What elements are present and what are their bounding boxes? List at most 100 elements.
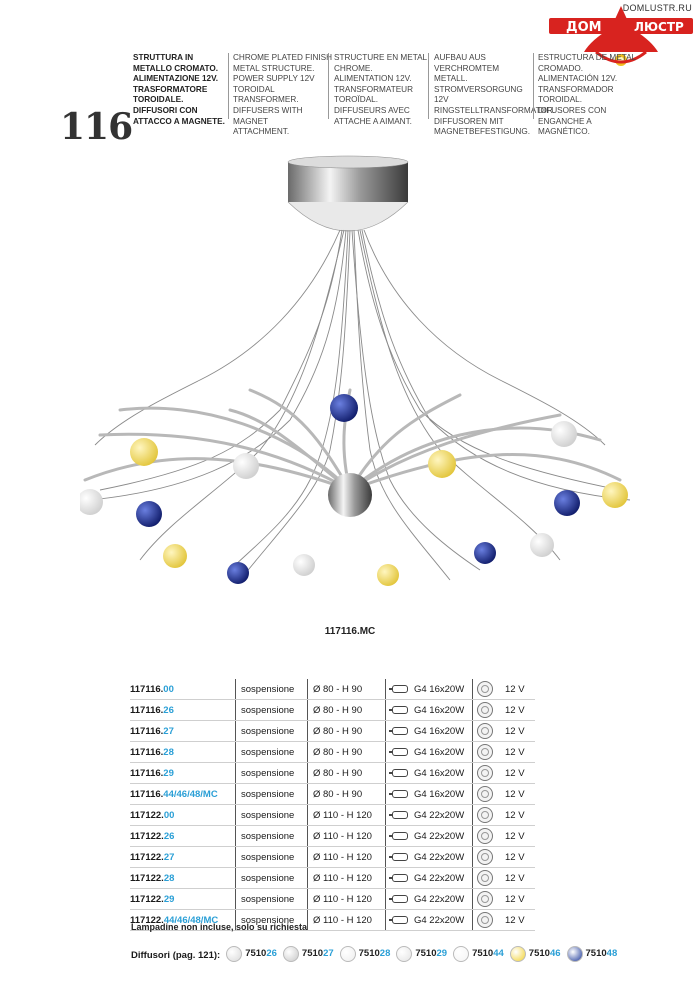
code-suffix: 44/46/48/MC bbox=[163, 788, 218, 800]
bulb-icon bbox=[389, 915, 408, 924]
product-type: sospensione bbox=[235, 867, 308, 889]
diffusers-label: Diffusori (pag. 121): bbox=[131, 949, 221, 961]
code-base: 117116. bbox=[130, 767, 164, 779]
voltage: 12 V bbox=[499, 720, 535, 742]
product-code[interactable]: 117122.29 bbox=[130, 888, 236, 910]
diffuser-item[interactable]: 751046 bbox=[509, 945, 561, 962]
code-suffix: 28 bbox=[163, 872, 175, 884]
dimensions: Ø 110 - H 120 bbox=[307, 909, 386, 931]
code-base: 117122. bbox=[130, 851, 164, 863]
dimensions: Ø 80 - H 90 bbox=[307, 762, 386, 784]
code-base: 117122. bbox=[130, 893, 164, 905]
diffuser-item[interactable]: 751044 bbox=[453, 945, 504, 962]
white-sphere-icon bbox=[453, 945, 470, 962]
code-base: 117116. bbox=[130, 704, 164, 716]
diffuser-item[interactable]: 751028 bbox=[339, 945, 391, 962]
code-suffix: 00 bbox=[163, 809, 175, 821]
bulb-icon-cell bbox=[385, 783, 414, 805]
blue-diffuser bbox=[136, 501, 162, 527]
transformer-icon bbox=[477, 870, 493, 886]
code-base: 117122. bbox=[130, 872, 164, 884]
product-code[interactable]: 117116.29 bbox=[130, 762, 236, 784]
transformer-icon bbox=[477, 828, 493, 844]
product-type: sospensione bbox=[235, 804, 308, 826]
transformer-icon bbox=[477, 849, 493, 865]
description-italian: STRUTTURA IN METALLO CROMATO. ALIMENTAZI… bbox=[133, 53, 225, 126]
bulb-spec: G4 16x20W bbox=[414, 699, 473, 721]
bulb-spec: G4 16x20W bbox=[414, 679, 473, 700]
dimensions: Ø 110 - H 120 bbox=[307, 846, 386, 868]
product-code[interactable]: 117122.28 bbox=[130, 867, 236, 889]
product-code[interactable]: 117116.00 bbox=[130, 679, 236, 700]
diffuser-code: 751046 bbox=[528, 948, 561, 959]
diffuser-item[interactable]: 751026 bbox=[226, 945, 277, 962]
description-divider bbox=[228, 53, 229, 119]
transformer-icon bbox=[477, 807, 493, 823]
product-code[interactable]: 117116.26 bbox=[130, 699, 236, 721]
diffuser-code: 751028 bbox=[358, 948, 391, 959]
domlustr-logo[interactable]: ДОМ ЛЮСТР bbox=[546, 0, 696, 80]
transformer-icon-cell bbox=[472, 804, 499, 826]
bulb-icon-cell bbox=[385, 699, 414, 721]
ceiling-canopy bbox=[288, 162, 408, 202]
logo-word-lyustr: ЛЮСТР bbox=[634, 20, 684, 34]
bulb-icon bbox=[389, 852, 408, 861]
transformer-icon-cell bbox=[472, 679, 499, 700]
product-code[interactable]: 117116.44/46/48/MC bbox=[130, 783, 236, 805]
model-code: 117116.MC bbox=[324, 626, 376, 637]
voltage: 12 V bbox=[499, 741, 535, 763]
code-suffix: 26 bbox=[163, 830, 175, 842]
product-type: sospensione bbox=[235, 679, 308, 700]
dimensions: Ø 80 - H 90 bbox=[307, 783, 386, 805]
description-german: AUFBAU AUS VERCHROMTEM METALL. STROMVERS… bbox=[434, 53, 556, 137]
bulb-icon bbox=[389, 684, 408, 693]
diffuser-item[interactable]: 751048 bbox=[566, 945, 617, 962]
transformer-icon-cell bbox=[472, 783, 499, 805]
product-code[interactable]: 117122.00 bbox=[130, 804, 236, 826]
voltage: 12 V bbox=[499, 679, 535, 700]
bulbs-note: Lampadine non incluse, solo su richiesta bbox=[131, 922, 308, 932]
transformer-icon bbox=[477, 912, 493, 928]
dimensions: Ø 110 - H 120 bbox=[307, 867, 386, 889]
description-divider bbox=[533, 53, 534, 119]
bulb-icon-cell bbox=[385, 720, 414, 742]
yellow-diffuser bbox=[428, 450, 456, 478]
diffuser-item[interactable]: 751029 bbox=[396, 945, 447, 962]
product-code[interactable]: 117122.26 bbox=[130, 825, 236, 847]
product-code[interactable]: 117122.44/46/48/MC bbox=[130, 909, 236, 931]
diffuser-item[interactable]: 751027 bbox=[282, 945, 334, 962]
transformer-icon-cell bbox=[472, 720, 499, 742]
site-url[interactable]: DOMLUSTR.RU bbox=[622, 3, 692, 13]
dimensions: Ø 80 - H 90 bbox=[307, 699, 386, 721]
transformer-icon bbox=[477, 702, 493, 718]
code-base: 117116. bbox=[130, 683, 164, 695]
product-code[interactable]: 117116.27 bbox=[130, 720, 236, 742]
transformer-icon-cell bbox=[472, 825, 499, 847]
dimensions: Ø 80 - H 90 bbox=[307, 741, 386, 763]
code-suffix: 00 bbox=[163, 683, 174, 695]
voltage: 12 V bbox=[499, 762, 535, 784]
code-suffix: 44/46/48/MC bbox=[163, 914, 219, 926]
product-code[interactable]: 117122.27 bbox=[130, 846, 236, 868]
clear-crystal-diffuser-icon bbox=[282, 945, 299, 962]
bulb-spec: G4 22x20W bbox=[414, 825, 473, 847]
white-diffuser bbox=[80, 489, 103, 515]
white-diffuser-icon bbox=[339, 945, 356, 962]
description-english: CHROME PLATED FINISH METAL STRUCTURE. PO… bbox=[233, 53, 333, 137]
bulb-icon-cell bbox=[385, 888, 414, 910]
product-code[interactable]: 117116.28 bbox=[130, 741, 236, 763]
product-type: sospensione bbox=[235, 783, 308, 805]
bulb-icon-cell bbox=[385, 867, 414, 889]
bulb-icon bbox=[389, 768, 408, 777]
transformer-icon bbox=[477, 744, 493, 760]
bulb-spec: G4 22x20W bbox=[414, 804, 473, 826]
